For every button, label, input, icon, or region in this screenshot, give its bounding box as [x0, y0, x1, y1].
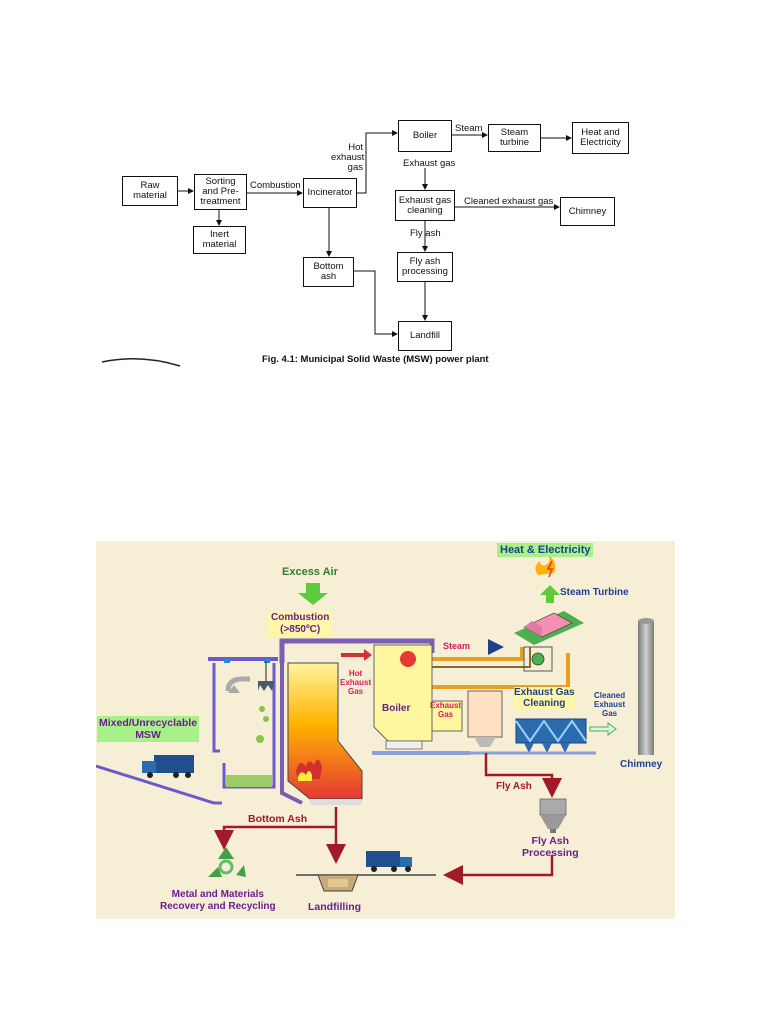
msw-plant-illustration: Heat & Electricity Excess Air Combustion…: [96, 541, 675, 919]
label-bottom-ash: Bottom Ash: [248, 813, 308, 825]
label-exhaust-gas: Exhaust Gas: [430, 701, 462, 719]
label-heat-electricity: Heat & Electricity: [497, 543, 594, 557]
cleaned-gas-arrow: [589, 722, 617, 736]
box-raw-material: Raw material: [122, 176, 178, 206]
incinerator-furnace: [279, 638, 435, 805]
box-incinerator: Incinerator: [303, 178, 357, 208]
arrow-incinerator-to-boiler: [357, 130, 398, 194]
label-combustion-temp: Combustion (>850ºC): [268, 611, 333, 637]
label-combustion: Combustion: [250, 180, 301, 191]
landfill-truck-icon: [366, 851, 412, 872]
label-steam: Steam: [455, 123, 483, 134]
box-heat-electricity: Heat and Electricity: [572, 122, 629, 154]
label-exhaust-gas-cleaning: Exhaust Gas Cleaning: [514, 687, 575, 709]
label-exhaust-gas: Exhaust gas: [403, 158, 456, 169]
box-bottom-ash: Bottom ash: [303, 257, 354, 287]
label-mixed-msw: Mixed/Unrecyclable MSW: [97, 716, 200, 742]
crane-grab-icon: [225, 661, 274, 743]
box-boiler: Boiler: [398, 120, 452, 152]
excess-air-arrow: [298, 583, 328, 605]
garbage-truck-icon: [142, 755, 194, 778]
recycle-icon: [208, 847, 246, 877]
fly-ash-hopper-icon: [539, 798, 567, 833]
label-hot-exhaust-gas: Hot Exhaust Gas: [340, 669, 372, 696]
box-fly-ash-processing: Fly ash processing: [397, 252, 453, 282]
chimney-top: [638, 618, 654, 624]
label-excess-air: Excess Air: [282, 566, 338, 578]
box-chimney: Chimney: [560, 197, 615, 226]
label-boiler: Boiler: [382, 703, 411, 714]
label-metal-recovery: Metal and Materials Recovery and Recycli…: [160, 889, 276, 912]
box-steam-turbine: Steam turbine: [488, 124, 541, 152]
box-sorting-pretreatment: Sorting and Pre- treatment: [194, 174, 247, 210]
label-steam-turbine: Steam Turbine: [560, 587, 629, 598]
boiler-unit: [373, 644, 463, 750]
hot-gas-arrow: [341, 649, 372, 661]
exhaust-gas-cleaning-unit: [467, 690, 587, 753]
chimney-stack: [638, 621, 654, 755]
box-exhaust-gas-cleaning: Exhaust gas cleaning: [395, 190, 455, 221]
landfill-pit: [296, 874, 436, 892]
ash-flow-lines: [214, 753, 562, 885]
label-fly-ash: Fly ash: [410, 228, 441, 239]
label-chimney: Chimney: [620, 759, 663, 770]
box-landfill: Landfill: [398, 321, 452, 351]
steam-turbine-icon: [514, 611, 584, 645]
flowchart-connectors: [101, 130, 572, 367]
label-landfilling: Landfilling: [308, 901, 362, 913]
label-fly-ash-processing: Fly Ash Processing: [522, 835, 579, 859]
label-fly-ash: Fly Ash: [496, 781, 532, 792]
heat-electricity-icon: [535, 555, 556, 578]
hand-stroke: [101, 358, 181, 367]
steam-turbine-up-arrow: [540, 585, 560, 603]
label-cleaned-exhaust-gas: Cleaned exhaust gas: [464, 196, 554, 207]
label-hot-exhaust-gas: Hot exhaust gas: [331, 142, 365, 173]
label-steam: Steam: [443, 641, 471, 651]
figure-caption: Fig. 4.1: Municipal Solid Waste (MSW) po…: [262, 354, 489, 365]
waste-bunker: [96, 657, 278, 805]
box-inert-material: Inert material: [193, 226, 246, 254]
label-cleaned-exhaust-gas: Cleaned Exhaust Gas: [594, 691, 626, 718]
arrow-bottom-ash-to-landfill: [354, 270, 398, 337]
